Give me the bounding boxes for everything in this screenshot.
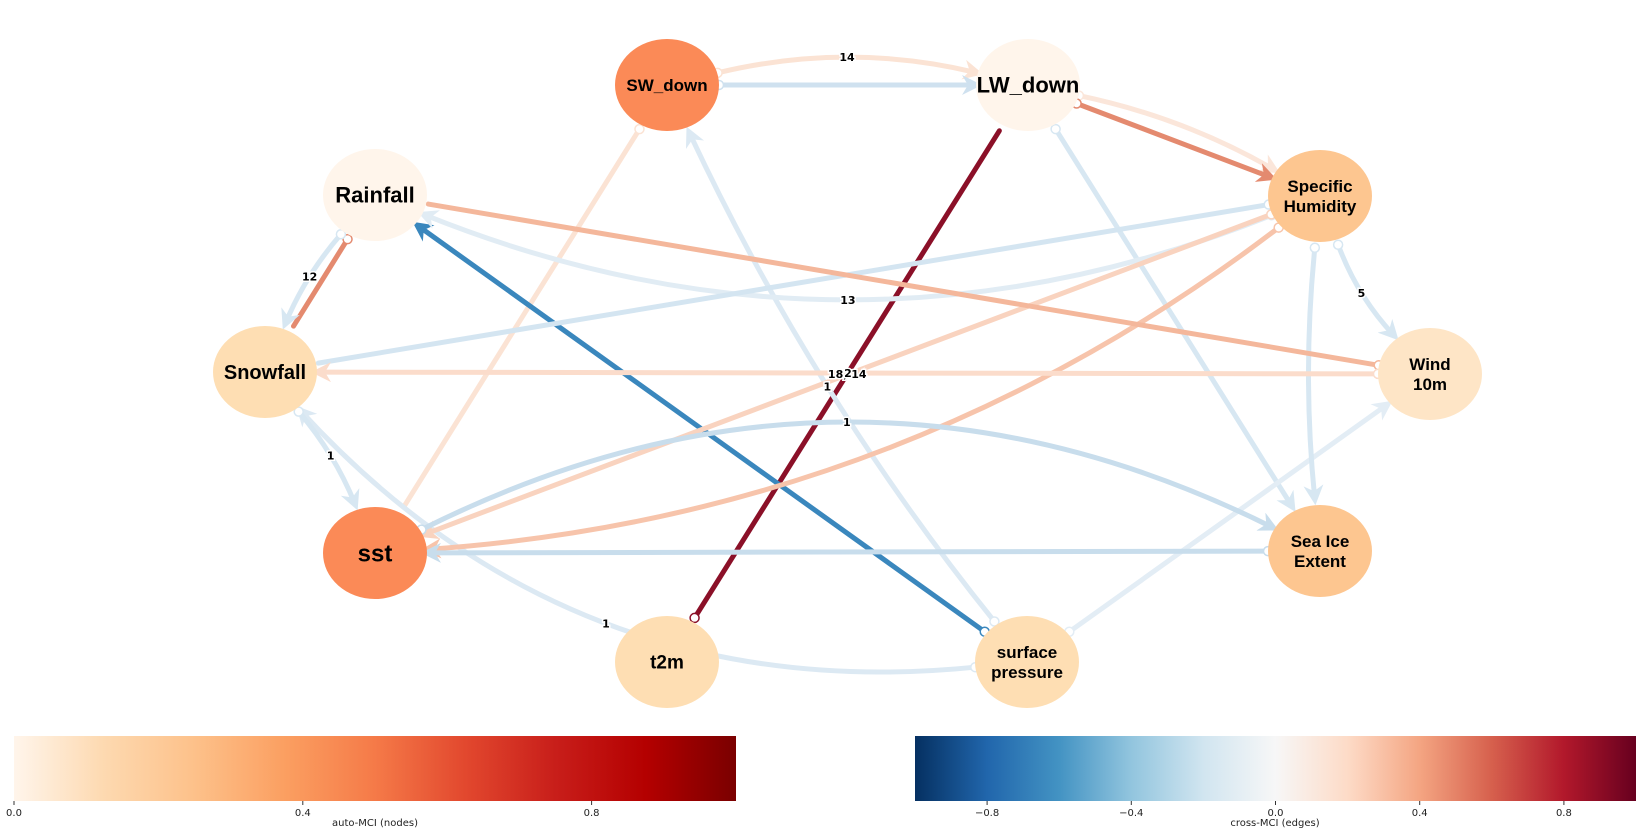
edges-colorbar-tick-label: 0.8 xyxy=(1556,808,1572,819)
node-t2m-circle xyxy=(615,616,719,708)
edge-snowfall-to-sst-tail-marker xyxy=(293,406,304,417)
edge-specific_humidity-to-sst xyxy=(420,225,1282,559)
node-t2m: t2m xyxy=(615,616,719,708)
edge-lw_down-to-specific_humidity xyxy=(1076,93,1281,174)
edge-surface_pressure-to-sw_down-tail-marker xyxy=(989,616,1000,627)
edge-t2m-to-lw_down-tail-marker xyxy=(689,612,700,624)
edges-layer xyxy=(281,54,1399,675)
node-specific_humidity-circle xyxy=(1268,150,1372,242)
edge-lw_down-to-sea_ice_extent-tail-marker xyxy=(1050,123,1061,135)
node-wind_10m-label-line-1: Wind xyxy=(1409,355,1450,374)
edge-surface_pressure-to-sw_down-lag-label: 1 xyxy=(823,380,831,393)
edge-rainfall-to-snowfall-tail-marker xyxy=(335,229,347,240)
node-sea_ice_extent-circle xyxy=(1268,505,1372,597)
edge-sw_down-to-lw_down xyxy=(715,54,984,80)
edge-colorbar-ticks: −0.8 −0.4 0.0 0.4 0.8 xyxy=(975,801,1572,819)
edge-sw_down-to-sst xyxy=(401,126,642,510)
edge-colorbar: −0.8 −0.4 0.0 0.4 0.8 cross-MCI (edges) xyxy=(915,736,1636,829)
node-surface_pressure-circle xyxy=(975,616,1079,708)
edges-colorbar-tick-label: 0.4 xyxy=(1412,808,1428,819)
node-wind_10m-circle xyxy=(1378,328,1482,420)
node-rainfall-label-line-1: Rainfall xyxy=(335,183,414,208)
node-sst-circle xyxy=(323,507,427,599)
edge-rainfall-to-snowfall xyxy=(281,231,344,330)
edge-specific_humidity-to-wind_10m-tail-marker xyxy=(1332,239,1344,250)
node-colorbar-gradient xyxy=(14,736,736,801)
node-snowfall-circle xyxy=(213,326,317,418)
node-rainfall-circle xyxy=(323,149,427,241)
node-lw_down-circle xyxy=(976,39,1080,131)
nodes-colorbar-tick-label: 0.8 xyxy=(584,808,600,819)
node-sw_down-circle xyxy=(615,39,719,131)
edge-specific_humidity-to-wind_10m xyxy=(1335,242,1399,341)
node-sst: sst xyxy=(323,507,427,599)
edge-surface_pressure-to-snowfall xyxy=(296,405,978,675)
edge-surface_pressure-to-wind_10m xyxy=(1066,400,1393,635)
edge-t2m-to-lw_down-lag-label: 18, 14 xyxy=(828,368,867,381)
node-lw_down-label-line-1: LW_down xyxy=(977,73,1080,98)
node-surface_pressure-label-line-1: surface xyxy=(997,643,1057,662)
node-t2m-label-line-1: t2m xyxy=(650,653,684,674)
edge-specific_humidity-to-sea_ice_extent-tail-marker xyxy=(1309,242,1321,253)
node-lw_down: LW_down xyxy=(976,39,1080,131)
edges-colorbar-tick-label: −0.8 xyxy=(975,808,999,819)
edge-rainfall-to-snowfall-lag-label: 12 xyxy=(302,270,317,283)
edge-sw_down-to-sst-tail-marker xyxy=(634,123,645,135)
edge-colorbar-label: cross-MCI (edges) xyxy=(1230,818,1319,829)
edge-wind_10m-to-rainfall xyxy=(425,201,1382,368)
edges-colorbar-tick-label: 0.0 xyxy=(1268,808,1284,819)
edge-specific_humidity-to-rainfall-lag-label: 13 xyxy=(840,294,855,307)
edge-sea_ice_extent-to-sst xyxy=(421,542,1271,563)
nodes-colorbar-tick-label: 0.0 xyxy=(6,808,22,819)
edge-specific_humidity-to-snowfall xyxy=(315,202,1272,366)
nodes-colorbar-tick-label: 0.4 xyxy=(295,808,311,819)
node-wind_10m-label-line-2: 10m xyxy=(1413,375,1447,394)
node-sea_ice_extent-label-line-2: Extent xyxy=(1294,552,1346,571)
edge-specific_humidity-to-rainfall xyxy=(417,210,1275,303)
node-sw_down-label-line-1: SW_down xyxy=(626,76,707,95)
edge-surface_pressure-to-snowfall-lag-label: 1 xyxy=(602,617,610,630)
node-sst-label-line-1: sst xyxy=(358,540,393,567)
edge-lw_down-to-specific_humidity xyxy=(1074,100,1277,182)
node-colorbar-ticks: 0.0 0.4 0.8 xyxy=(6,801,600,819)
edge-specific_humidity-to-wind_10m-lag-label: 5 xyxy=(1358,287,1366,300)
node-colorbar-label: auto-MCI (nodes) xyxy=(332,818,418,829)
edge-wind_10m-to-snowfall xyxy=(311,362,1381,383)
node-specific_humidity-label-line-2: Humidity xyxy=(1284,197,1357,216)
node-specific_humidity-label-line-1: Specific xyxy=(1287,177,1352,196)
edge-snowfall-to-sst xyxy=(296,409,360,511)
node-snowfall: Snowfall xyxy=(213,326,317,418)
node-snowfall-label-line-1: Snowfall xyxy=(224,362,306,384)
node-sw_down: SW_down xyxy=(615,39,719,131)
edge-lw_down-to-sea_ice_extent xyxy=(1053,126,1296,513)
edge-sw_down-to-lw_down-lag-label: 14 xyxy=(839,51,855,64)
edge-snowfall-to-sst-lag-label: 1 xyxy=(327,450,335,463)
node-sea_ice_extent-label-line-1: Sea Ice xyxy=(1291,532,1350,551)
edge-sst-to-sea_ice_extent xyxy=(418,419,1279,533)
node-rainfall: Rainfall xyxy=(323,149,427,241)
edge-surface_pressure-to-sw_down xyxy=(685,126,997,624)
node-colorbar: 0.0 0.4 0.8 auto-MCI (nodes) xyxy=(6,736,736,829)
edge-sst-to-sea_ice_extent-lag-label: 1 xyxy=(843,416,851,429)
node-surface_pressure-label-line-2: pressure xyxy=(991,663,1063,682)
edge-wind_10m-to-snowfall-lag-label: 2 xyxy=(844,367,852,380)
edge-colorbar-gradient xyxy=(915,736,1636,801)
edges-colorbar-tick-label: −0.4 xyxy=(1119,808,1143,819)
